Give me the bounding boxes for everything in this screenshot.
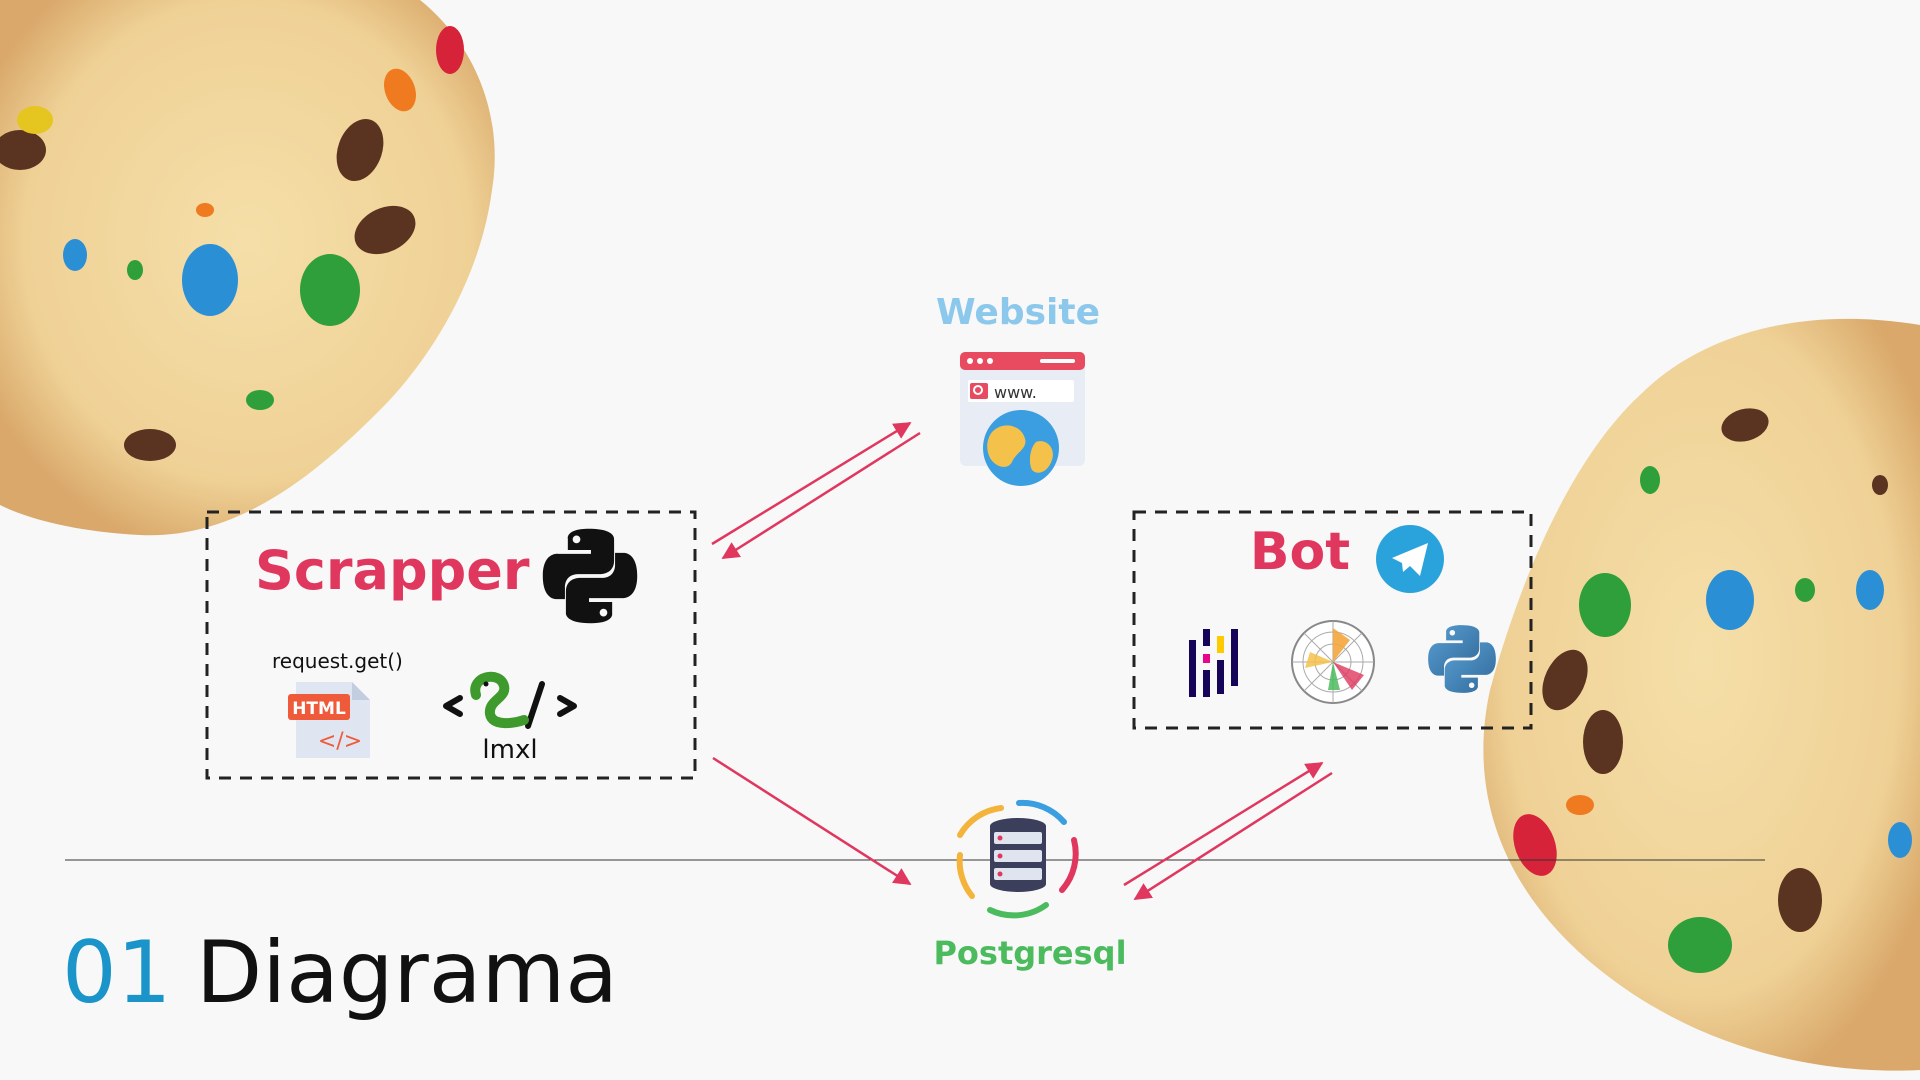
arrow-postgres-to-bot [1123,761,1324,887]
scrapper-node: Scrapper request.get() HTML </> lmxl [205,510,697,780]
bot-label: Bot [1250,522,1350,582]
arrow-scrapper-to-website [711,421,912,546]
bot-node: Bot [1132,510,1533,730]
scrapper-box [205,510,697,780]
slide-number: 01 [62,923,171,1023]
python-icon [542,528,638,624]
slide-heading: 01 Diagrama [62,923,618,1023]
python-icon [1428,625,1496,693]
database-sync-icon [956,799,1079,919]
scrapper-label: Scrapper [255,539,530,602]
website-url-text: www. [994,383,1037,402]
cookie-right [1483,318,1920,1071]
bot-box [1132,510,1533,730]
html-code-glyph: </> [318,729,362,754]
globe-icon [983,410,1059,486]
radar-chart-icon [1291,620,1375,704]
telegram-icon [1376,525,1444,593]
html-file-icon: HTML </> [288,682,370,758]
cookie-top-left [0,0,495,536]
arrows [711,421,1333,901]
postgres-node: Postgresql [933,799,1127,972]
html-badge: HTML [292,699,346,719]
arrow-website-to-scrapper [721,431,921,560]
website-node: Website www. [936,292,1100,486]
arrow-bot-to-postgres [1133,771,1333,901]
arrow-scrapper-to-postgres [712,756,912,886]
request-get-label: request.get() [272,649,403,673]
website-label: Website [936,292,1100,333]
lxml-icon: lmxl [443,671,577,765]
lxml-label: lmxl [482,735,537,765]
pandas-icon [1189,629,1238,697]
postgres-label: Postgresql [933,934,1126,972]
slide-title: Diagrama [196,923,618,1023]
